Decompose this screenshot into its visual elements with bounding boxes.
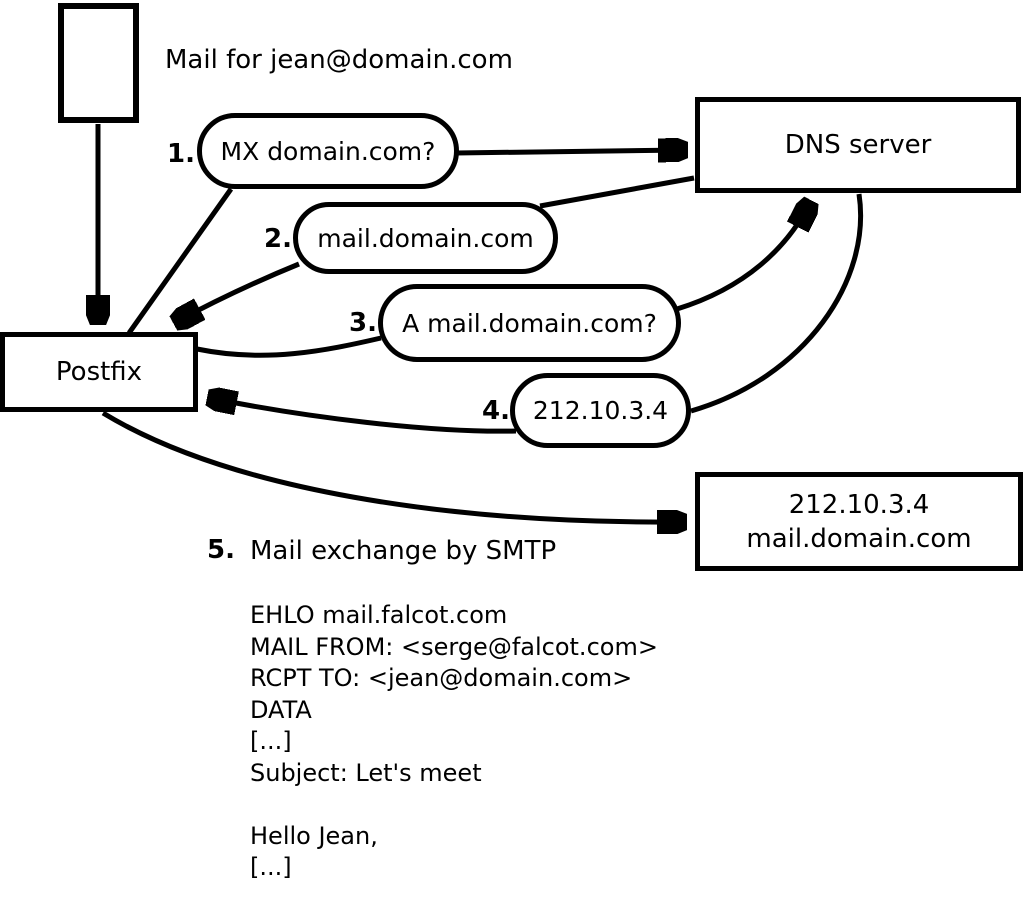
answer-mx-pill: mail.domain.com [293,202,558,274]
postfix-label: Postfix [55,357,143,387]
mail-message-shape [58,3,139,123]
step-5-label: Mail exchange by SMTP [250,536,557,566]
step-2-number: 2. [264,224,292,254]
target-hostname-label: mail.domain.com [746,523,972,554]
arrow-answer4-to-postfix [210,398,517,434]
answer-a-pill: 212.10.3.4 [510,373,691,448]
target-ip-label: 212.10.3.4 [788,489,930,520]
line-postfix-to-query1 [126,187,234,335]
postfix-box: Postfix [0,332,198,412]
step-4-number: 4. [482,396,510,426]
query-a-label: A mail.domain.com? [402,308,657,338]
smtp-session-text: EHLO mail.falcot.com MAIL FROM: <serge@f… [250,601,658,919]
line-dns-to-answer4 [690,193,863,414]
step-1-number: 1. [167,139,195,169]
arrow-postfix-to-target [101,410,684,522]
query-a-pill: A mail.domain.com? [378,284,681,362]
dns-server-box: DNS server [695,97,1021,193]
arrow-query3-to-dns [676,203,810,312]
step-3-number: 3. [349,308,377,338]
query-mx-label: MX domain.com? [220,136,436,166]
arrow-query1-to-dns [455,150,685,153]
answer-mx-label: mail.domain.com [317,223,534,253]
query-mx-pill: MX domain.com? [197,113,459,189]
answer-a-label: 212.10.3.4 [532,396,669,425]
line-postfix-to-query3 [196,335,382,358]
line-dns-to-answer2 [539,175,695,209]
diagram-title: Mail for jean@domain.com [165,45,513,75]
step-5-number: 5. [207,535,235,565]
dns-server-label: DNS server [784,130,932,160]
arrow-answer2-to-postfix [176,261,300,322]
target-server-box: 212.10.3.4 mail.domain.com [695,472,1023,571]
